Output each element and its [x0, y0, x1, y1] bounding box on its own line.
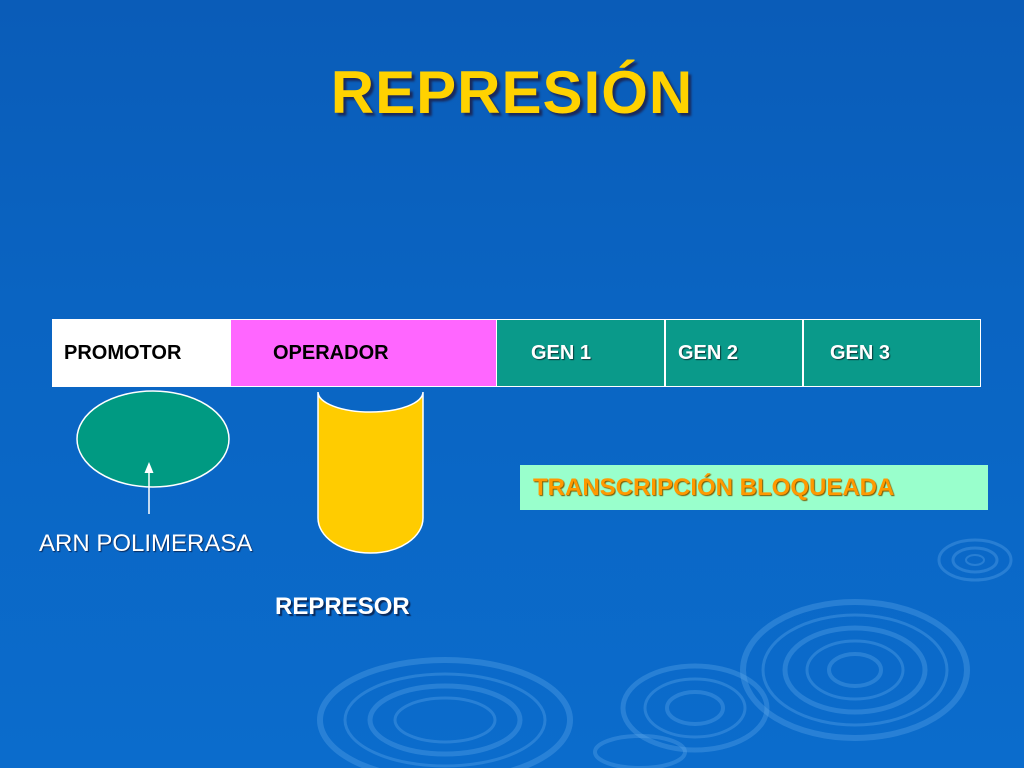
- segment-gen-1: GEN 1: [496, 319, 665, 387]
- transcription-blocked-box: TRANSCRIPCIÓN BLOQUEADA: [520, 465, 988, 510]
- rna-polymerase-label: ARN POLIMERASA: [39, 530, 253, 557]
- segment-promotor: PROMOTOR: [52, 319, 231, 387]
- repressor-label: REPRESOR: [275, 593, 410, 620]
- polymerase-arrow: [144, 462, 154, 514]
- slide-title: REPRESIÓN: [330, 59, 694, 126]
- repressor-shape: [317, 391, 424, 554]
- transcription-blocked-label: TRANSCRIPCIÓN BLOQUEADA: [533, 473, 895, 501]
- segment-gen-2: GEN 2: [665, 319, 803, 387]
- segment-gen-2-label: GEN 2: [678, 341, 739, 364]
- segment-operador: OPERADOR: [231, 319, 496, 387]
- segment-promotor-label: PROMOTOR: [64, 341, 182, 364]
- segment-operador-label: OPERADOR: [273, 341, 389, 364]
- segment-gen-3: GEN 3: [803, 319, 981, 387]
- segment-gen-1-label: GEN 1: [531, 341, 592, 364]
- segment-gen-3-label: GEN 3: [830, 341, 891, 364]
- rna-polymerase-shape: [76, 390, 230, 488]
